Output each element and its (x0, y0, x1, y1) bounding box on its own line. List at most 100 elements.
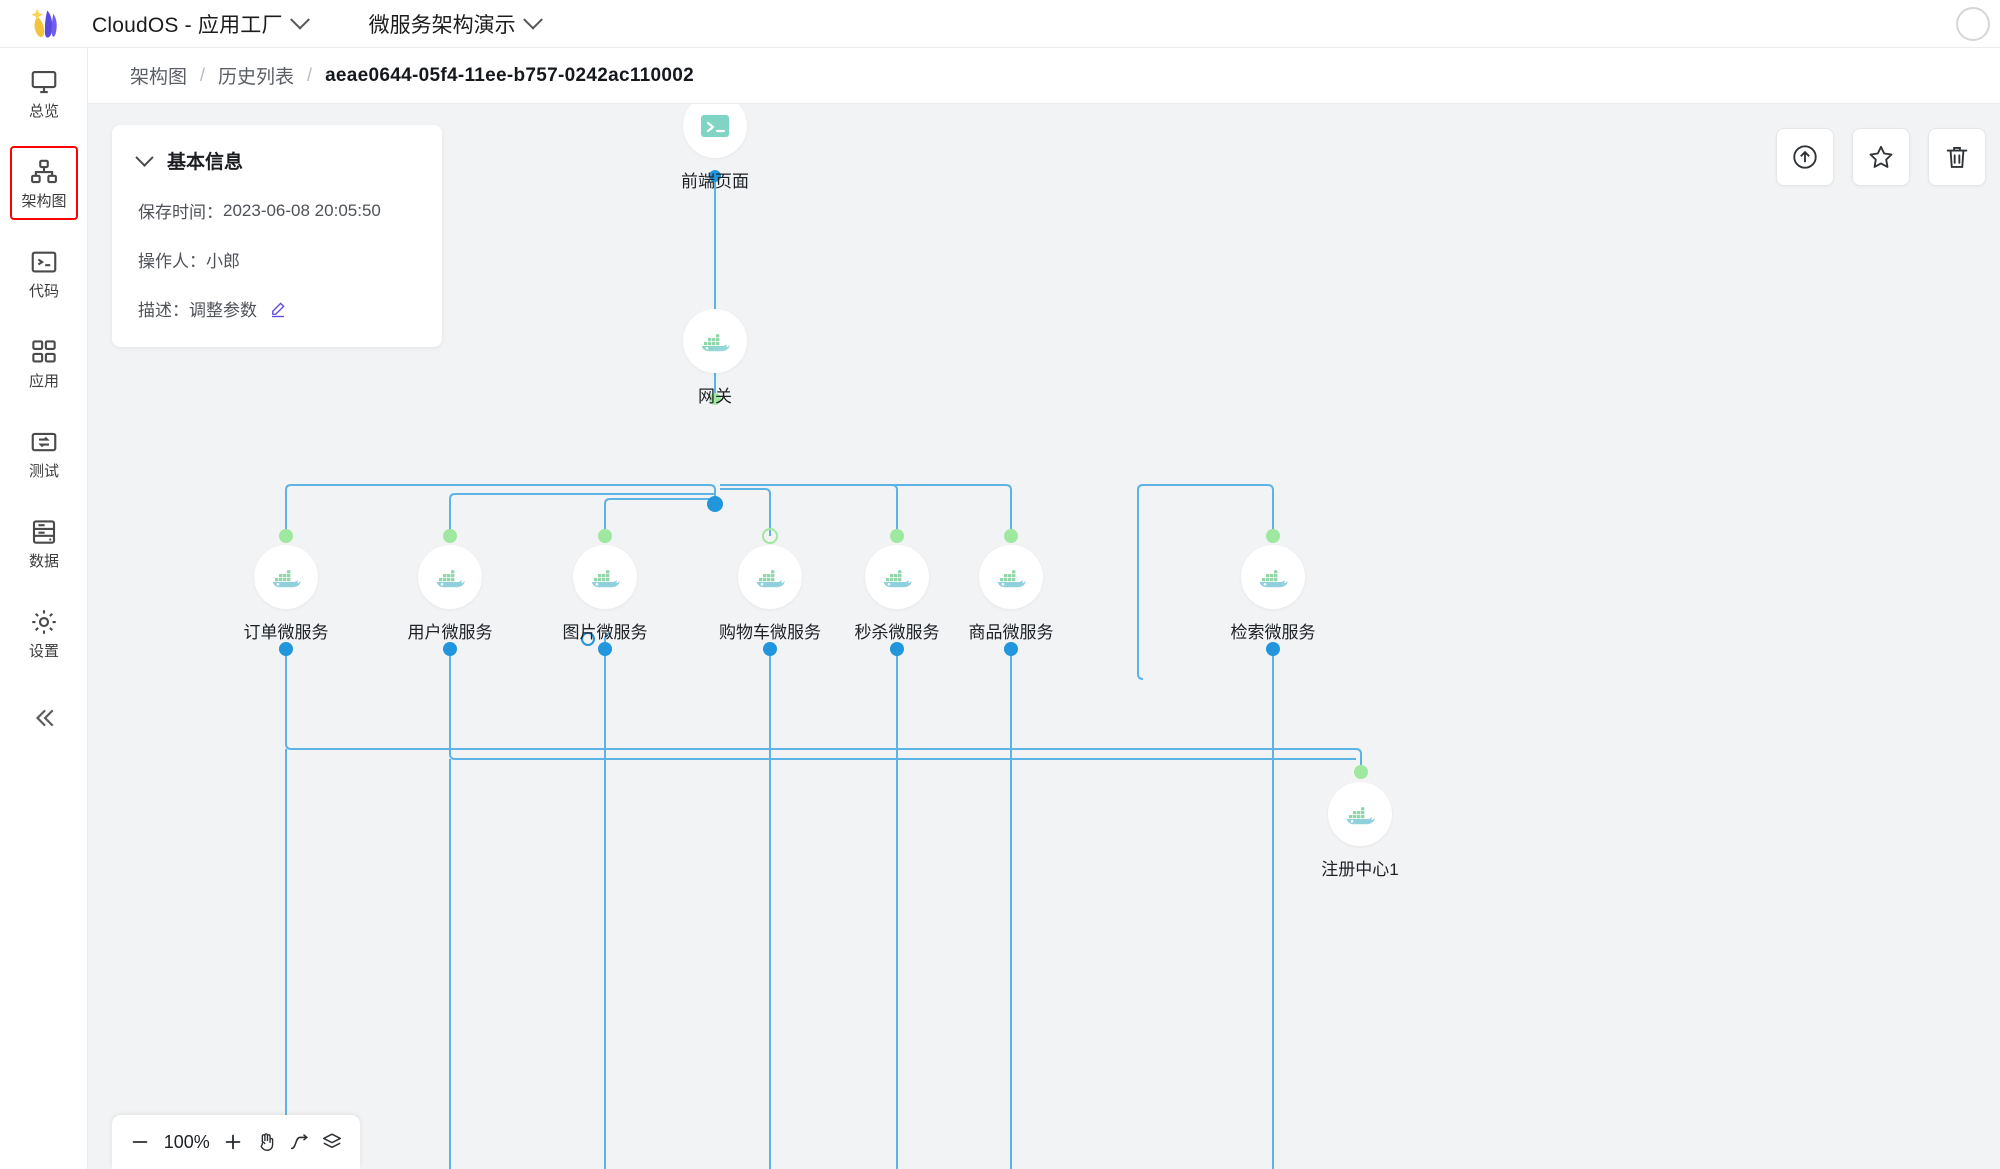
delete-button[interactable] (1928, 128, 1986, 186)
node-label: 图片微服务 (562, 623, 648, 642)
node-icon-wrap (1328, 782, 1392, 846)
sidebar-item-architecture[interactable]: 架构图 (0, 138, 88, 228)
project-switcher[interactable]: 微服务架构演示 (368, 9, 543, 39)
description-row: 描述： 调整参数 (112, 296, 442, 321)
save-time-row: 保存时间： 2023-06-08 20:05:50 (112, 198, 442, 223)
description-value: 调整参数 (189, 301, 257, 320)
node-label: 购物车微服务 (719, 623, 821, 642)
breadcrumb-item-history[interactable]: 历史列表 (218, 67, 295, 88)
app-switcher[interactable]: CloudOS - 应用工厂 (92, 9, 310, 39)
zoom-in-button[interactable] (219, 1122, 248, 1162)
canvas-action-group (1776, 128, 1986, 186)
port-in (890, 642, 904, 656)
sidebar: 总览 架构图 代码 应用 (0, 48, 88, 1169)
project-name: 微服务架构演示 (368, 13, 516, 37)
sidebar-item-overview[interactable]: 总览 (0, 48, 88, 138)
favorite-button[interactable] (1852, 128, 1910, 186)
sidebar-item-label: 设置 (28, 643, 59, 660)
node-icon-wrap (1241, 545, 1305, 609)
sitemap-icon (31, 159, 57, 184)
breadcrumb: 架构图 / 历史列表 / aeae0644-05f4-11ee-b757-024… (88, 48, 2000, 104)
gear-icon (32, 610, 56, 634)
port-out-empty (762, 528, 778, 544)
node-icon-wrap (683, 309, 747, 373)
port-out (890, 529, 904, 543)
docker-whale-icon (998, 570, 1026, 588)
port-out (1266, 529, 1280, 543)
node-label: 秒杀微服务 (854, 623, 940, 642)
export-button[interactable] (1776, 128, 1834, 186)
node-label: 检索微服务 (1230, 623, 1316, 642)
sidebar-item-label: 代码 (28, 283, 59, 300)
architecture-canvas[interactable]: 前端页面 网关 (88, 104, 2000, 1169)
node-seckill-service[interactable]: 秒杀微服务 (822, 545, 972, 643)
edge-style-button[interactable] (284, 1122, 313, 1162)
node-frontend[interactable]: 前端页面 (640, 104, 790, 192)
port-in (763, 642, 777, 656)
sidebar-collapse-button[interactable] (0, 678, 88, 758)
node-product-service[interactable]: 商品微服务 (936, 545, 1086, 643)
pan-tool-button[interactable] (252, 1122, 281, 1162)
trash-icon (1946, 146, 1968, 168)
docker-whale-icon (702, 334, 730, 352)
sparkle-logo-icon[interactable] (0, 0, 88, 48)
port-in (707, 496, 723, 512)
node-user-service[interactable]: 用户微服务 (375, 545, 525, 643)
breadcrumb-separator: / (307, 65, 313, 85)
double-chevron-left-icon (35, 709, 54, 727)
breadcrumb-current-id: aeae0644-05f4-11ee-b757-0242ac110002 (325, 64, 695, 86)
port-in (709, 170, 721, 182)
port-in (598, 642, 612, 656)
node-image-service[interactable]: 图片微服务 (530, 545, 680, 643)
chevron-down-icon (522, 9, 543, 30)
app-name: CloudOS - 应用工厂 (92, 13, 283, 37)
sidebar-item-test[interactable]: 测试 (0, 408, 88, 498)
sidebar-item-settings[interactable]: 设置 (0, 588, 88, 678)
basic-info-card: 基本信息 保存时间： 2023-06-08 20:05:50 操作人： 小郎 描… (112, 125, 442, 347)
docker-whale-icon (1260, 570, 1288, 588)
node-label: 网关 (698, 387, 732, 406)
breadcrumb-separator: / (200, 65, 206, 85)
sidebar-item-label: 总览 (28, 103, 59, 120)
node-label: 用户微服务 (407, 623, 493, 642)
port-in (443, 642, 457, 656)
port-out (709, 393, 721, 405)
zoom-out-button[interactable] (126, 1122, 155, 1162)
zoom-level[interactable]: 100% (163, 1131, 210, 1152)
layers-icon (322, 1133, 341, 1149)
node-gateway[interactable]: 网关 (640, 309, 790, 407)
node-registry-center[interactable]: 注册中心1 (1285, 782, 1435, 880)
node-order-service[interactable]: 订单微服务 (211, 545, 361, 643)
node-icon-wrap (738, 545, 802, 609)
basic-info-title: 基本信息 (167, 152, 244, 173)
node-label: 商品微服务 (968, 623, 1054, 642)
sidebar-item-label: 应用 (28, 373, 59, 390)
sidebar-item-applications[interactable]: 应用 (0, 318, 88, 408)
sidebar-item-code[interactable]: 代码 (0, 228, 88, 318)
layers-button[interactable] (317, 1122, 346, 1162)
minus-icon (133, 1141, 148, 1143)
chevron-down-icon (289, 9, 310, 30)
node-icon-wrap (865, 545, 929, 609)
node-search-service[interactable]: 检索微服务 (1198, 545, 1348, 643)
arrow-up-circle-icon (1793, 145, 1817, 169)
description-label: 描述： (138, 301, 189, 320)
breadcrumb-item-architecture[interactable]: 架构图 (130, 67, 188, 88)
node-cart-service[interactable]: 购物车微服务 (695, 545, 845, 643)
sync-test-icon (31, 432, 57, 452)
port-out (443, 529, 457, 543)
node-label: 订单微服务 (243, 623, 329, 642)
diagram-ports (279, 170, 1368, 779)
port-in (1266, 642, 1280, 656)
sidebar-item-data[interactable]: 数据 (0, 498, 88, 588)
sidebar-item-label: 测试 (28, 463, 59, 480)
pencil-edit-icon[interactable] (269, 300, 287, 318)
docker-whale-icon (757, 570, 785, 588)
operator-value: 小郎 (206, 252, 240, 271)
database-icon (32, 520, 56, 544)
chevron-down-icon (135, 148, 154, 167)
avatar[interactable] (1956, 7, 1990, 41)
grid-apps-icon (32, 340, 56, 363)
basic-info-header[interactable]: 基本信息 (112, 147, 442, 174)
